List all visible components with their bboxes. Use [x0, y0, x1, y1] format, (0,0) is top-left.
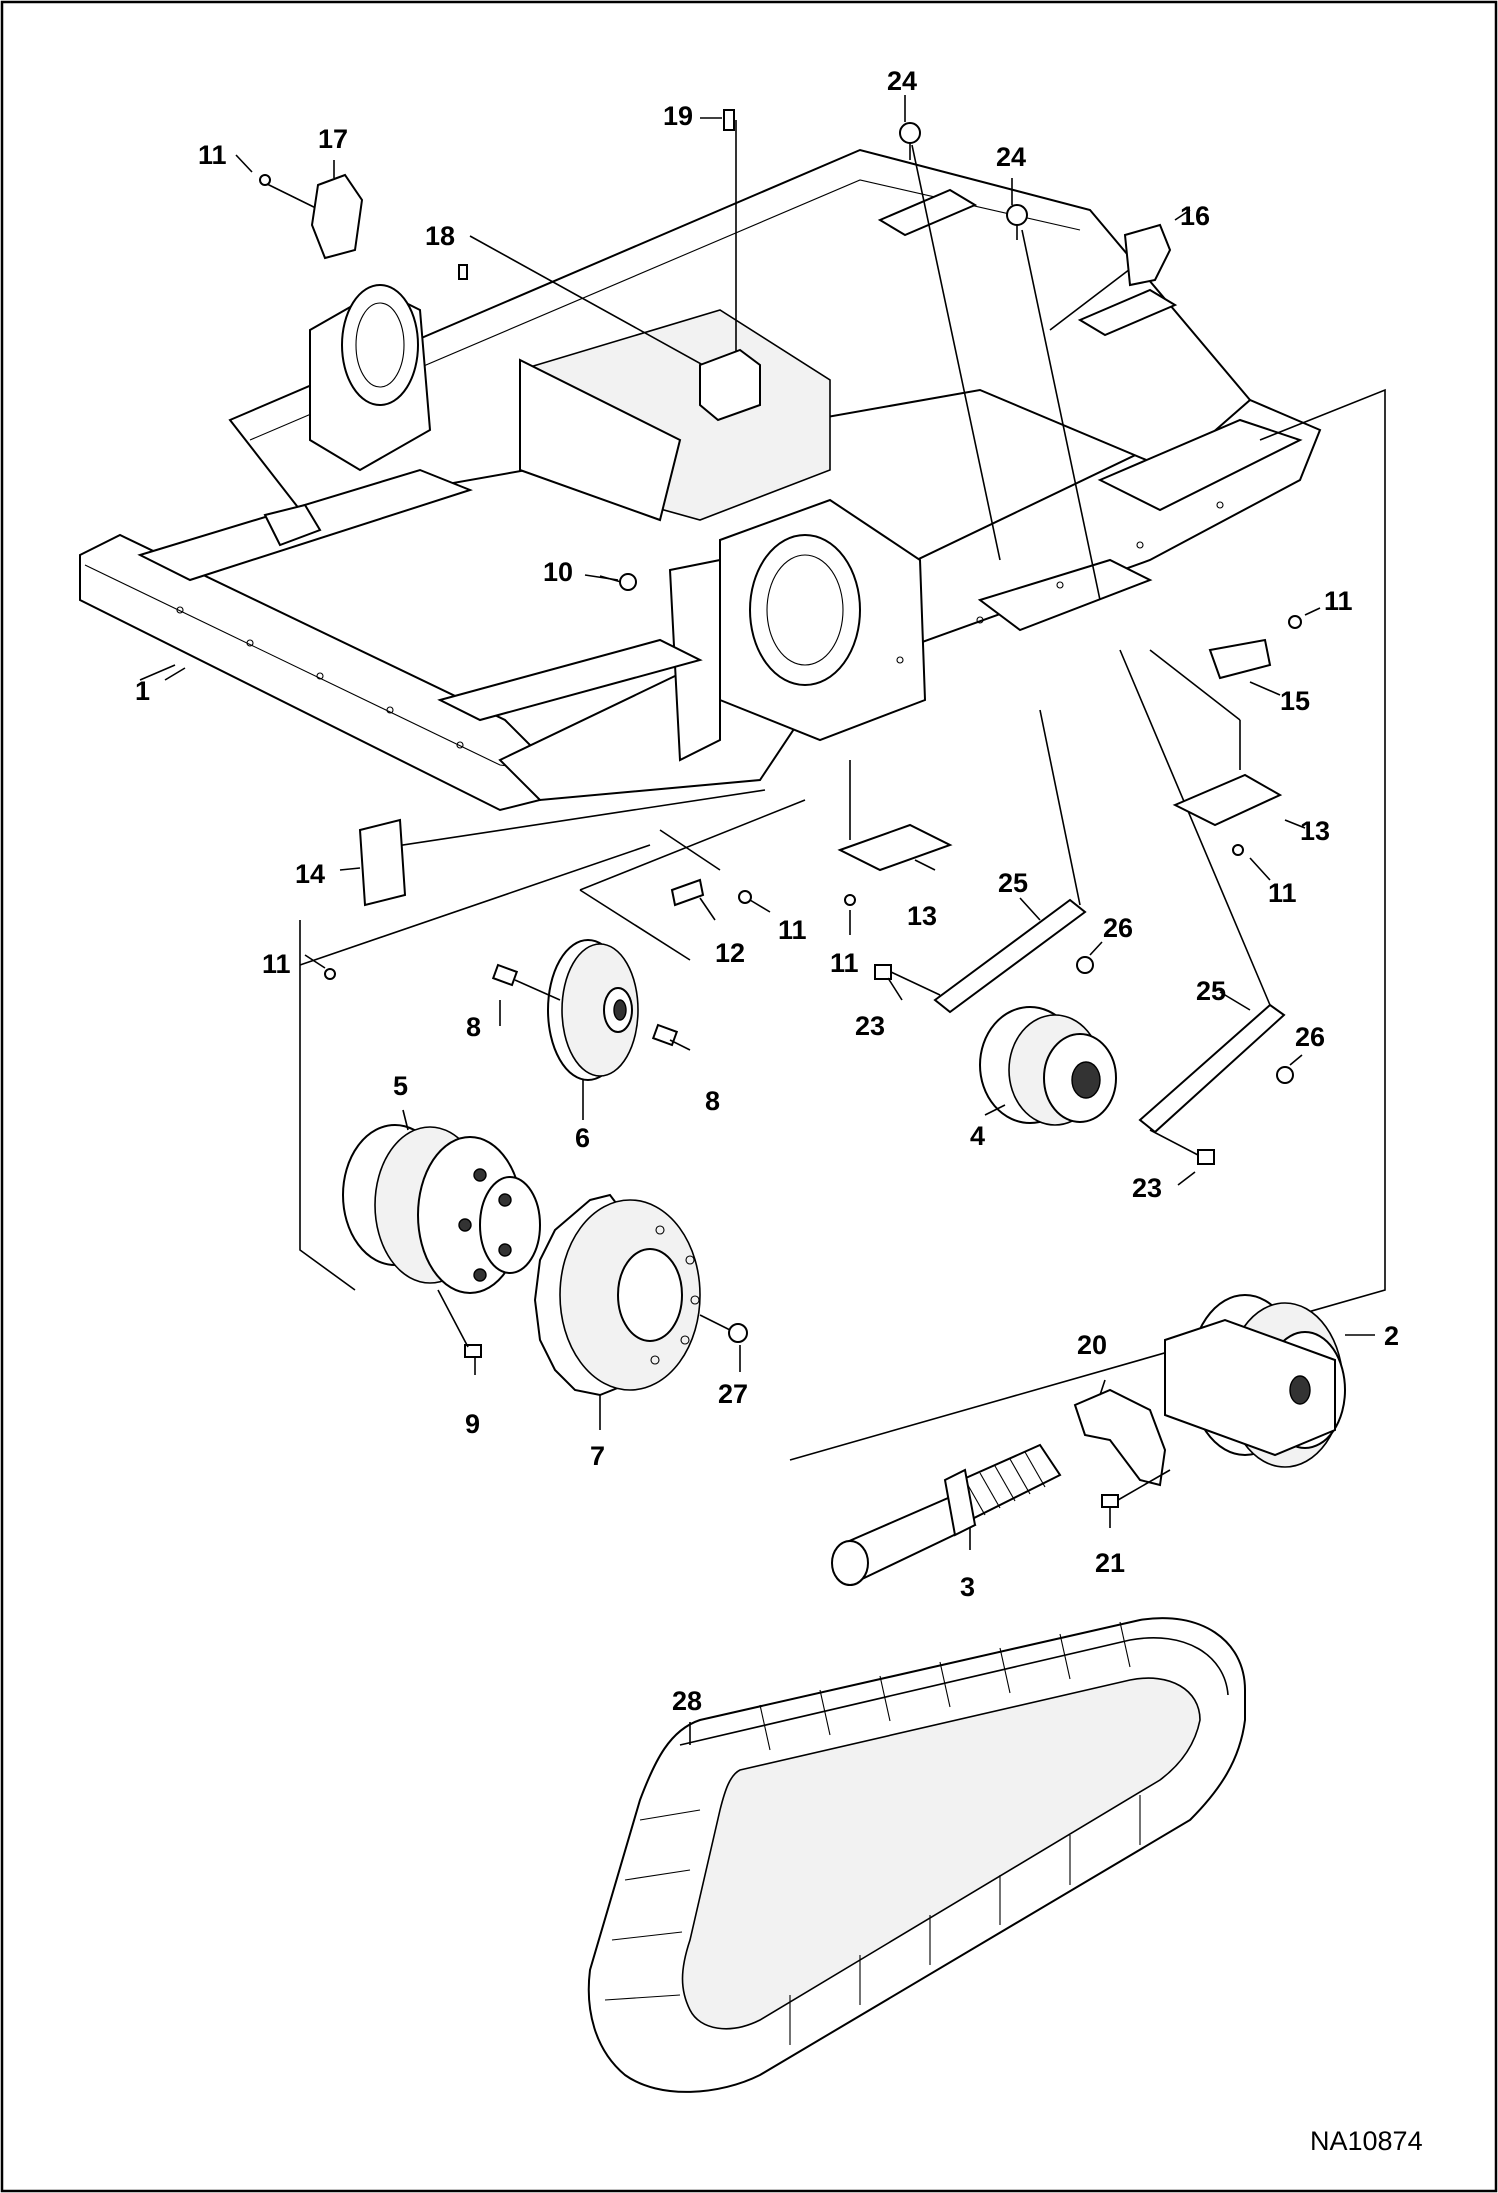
bracket-17: [310, 173, 364, 260]
callout-11b: 11: [1324, 586, 1353, 616]
bolt-24a: [899, 122, 921, 160]
plate-13a: [1172, 773, 1283, 827]
front-idler-2: [1164, 1294, 1346, 1468]
clip-15: [1208, 638, 1272, 680]
callout-24b: 24: [996, 142, 1026, 172]
nut-26b: [1276, 1066, 1294, 1084]
callout-20: 20: [1077, 1330, 1107, 1360]
callout-21: 21: [1095, 1548, 1125, 1578]
callout-23b: 23: [1132, 1173, 1162, 1203]
callout-labels: 1 2 3 4 5 6 7 8 8 9 10 11 11 11 11 11 11…: [135, 66, 1399, 1716]
bolt-23a: [874, 964, 941, 996]
roller-4: [979, 1006, 1117, 1126]
callout-16: 16: [1180, 201, 1210, 231]
arm-25b: [1138, 1003, 1286, 1134]
callout-4: 4: [970, 1121, 985, 1151]
callout-8a: 8: [466, 1012, 481, 1042]
callout-11e: 11: [778, 915, 807, 945]
nut-27: [699, 1314, 748, 1343]
nut-26a: [1076, 956, 1094, 974]
callout-2: 2: [1384, 1321, 1399, 1351]
bolt-9: [437, 1289, 482, 1358]
bolt-19: [723, 109, 735, 131]
callout-7: 7: [590, 1441, 605, 1471]
nut-10: [619, 573, 637, 591]
yoke-20: [1073, 1388, 1167, 1487]
bolt-11c: [1232, 844, 1244, 856]
bolt-11a: [259, 174, 271, 186]
callout-ticks: [164, 95, 1321, 1550]
arm-25a: [933, 898, 1087, 1014]
plate-19: [699, 348, 761, 422]
nut-11e: [738, 890, 752, 904]
callout-17: 17: [318, 124, 348, 154]
plate-13b: [837, 823, 953, 872]
callout-10: 10: [543, 557, 573, 587]
callout-12: 12: [715, 938, 745, 968]
callout-5: 5: [393, 1071, 408, 1101]
strip-12: [670, 878, 705, 907]
callout-27: 27: [718, 1379, 748, 1409]
callout-14: 14: [295, 859, 325, 889]
bolt-8a: [491, 963, 561, 1001]
callout-6: 6: [575, 1123, 590, 1153]
callout-1: 1: [135, 676, 150, 706]
rubber-track-28: [587, 1617, 1246, 2093]
callout-11d: 11: [830, 948, 859, 978]
callout-23a: 23: [855, 1011, 885, 1041]
bolt-23b: [1149, 1129, 1215, 1165]
callout-19: 19: [663, 101, 693, 131]
bolt-18: [458, 264, 468, 280]
plate-14: [358, 818, 407, 907]
callout-9: 9: [465, 1409, 480, 1439]
callout-26b: 26: [1295, 1022, 1325, 1052]
bolt-11b: [1288, 615, 1302, 629]
callout-13b: 13: [907, 901, 937, 931]
callout-25a: 25: [998, 868, 1028, 898]
callout-26a: 26: [1103, 913, 1133, 943]
drive-motor-5: [342, 1124, 541, 1294]
figure-id: NA10874: [1310, 2126, 1423, 2156]
bolt-21: [1101, 1469, 1171, 1508]
callout-24a: 24: [887, 66, 917, 96]
tensioner-3: [831, 1443, 1062, 1586]
idler-6: [547, 939, 639, 1081]
callout-11a: 11: [198, 140, 227, 170]
callout-13a: 13: [1300, 816, 1330, 846]
sprocket-7: [533, 1193, 701, 1397]
bolt-11d: [844, 894, 856, 906]
callout-11c: 11: [1268, 878, 1297, 908]
callout-3: 3: [960, 1572, 975, 1602]
bolt-11f: [324, 968, 336, 980]
callout-28: 28: [672, 1686, 702, 1716]
bolt-24b: [1006, 204, 1028, 240]
callout-18: 18: [425, 221, 455, 251]
callout-15: 15: [1280, 686, 1310, 716]
callout-25b: 25: [1196, 976, 1226, 1006]
callout-8b: 8: [705, 1086, 720, 1116]
callout-11f: 11: [262, 949, 291, 979]
clip-16: [1123, 223, 1172, 287]
